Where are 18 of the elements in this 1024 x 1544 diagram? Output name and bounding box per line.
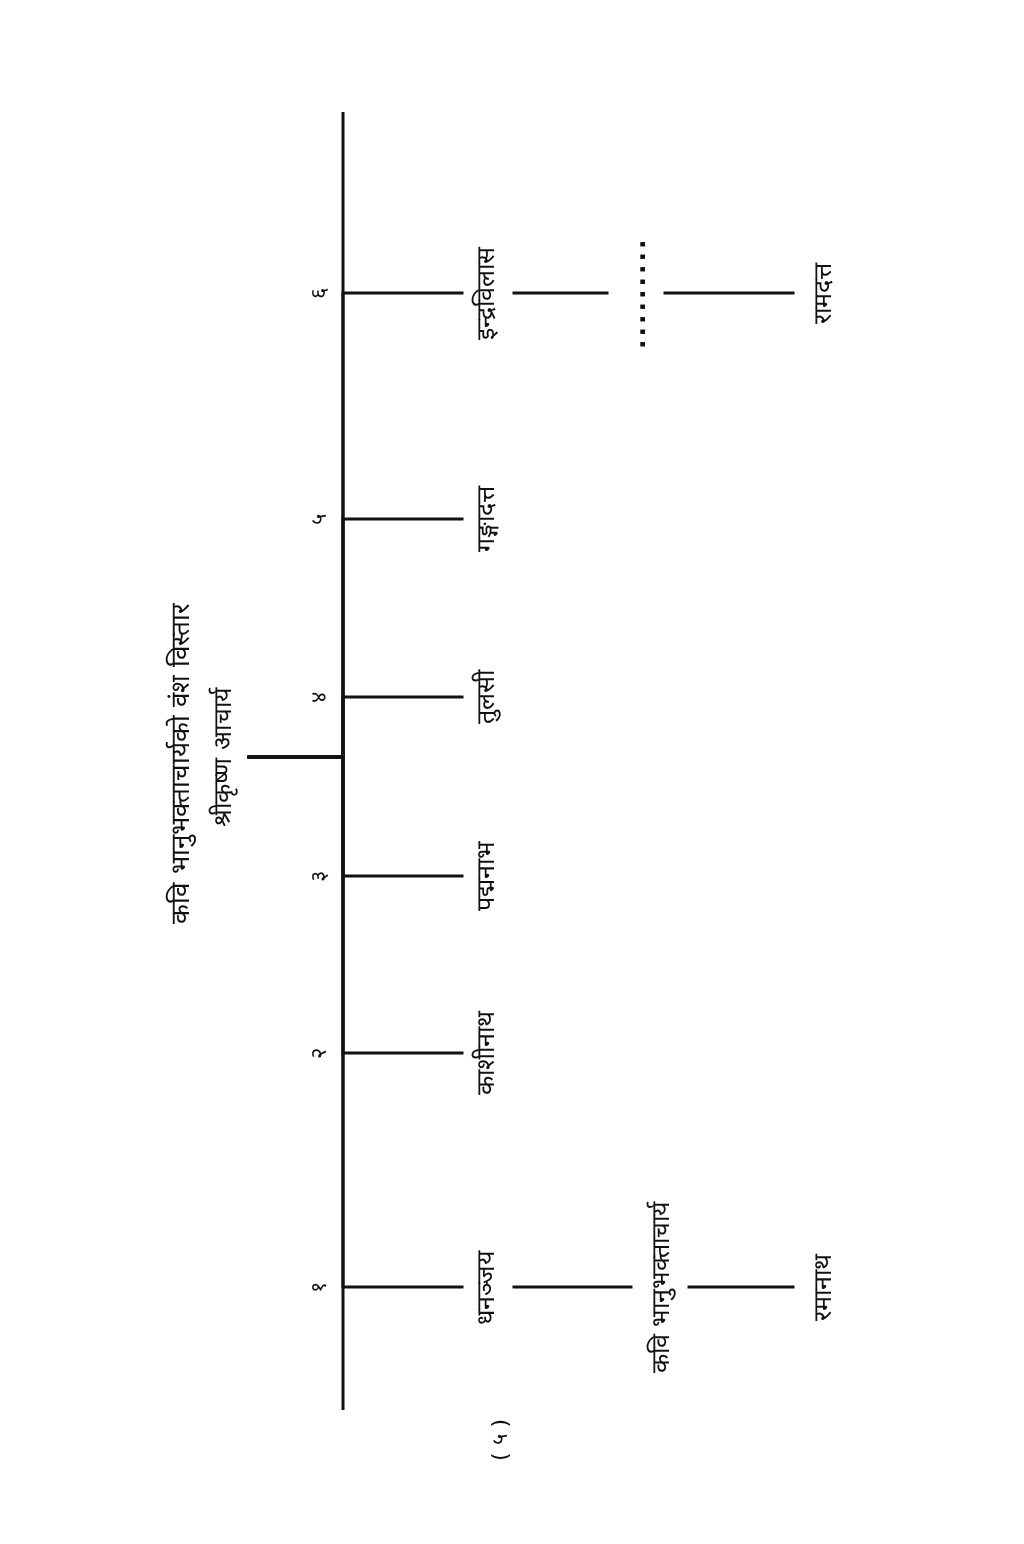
person-name: श्रीकृष्ण आचार्य <box>206 687 238 827</box>
connector-line <box>512 291 609 295</box>
person-name: धनञ्जय <box>469 1249 501 1325</box>
connector-line <box>247 291 464 759</box>
person-name: काशीनाथ <box>469 1011 501 1095</box>
person-name: रामदत्त <box>806 262 838 324</box>
ellipsis-dots: ......... <box>620 236 652 349</box>
person-name: तुलसी <box>469 670 501 724</box>
page-number: ( ५ ) <box>486 1418 513 1461</box>
person-name: पद्मनाभ <box>469 841 501 911</box>
connector-line <box>512 1285 633 1289</box>
person-name: कवि भानुभक्ताचार्य <box>644 1187 676 1387</box>
person-name: रमानाथ <box>806 1253 838 1321</box>
connector-line <box>687 1285 795 1289</box>
connector-line <box>663 291 795 295</box>
person-name: गङ्गादत्त <box>469 486 501 552</box>
person-name: इन्द्रविलास <box>469 246 501 340</box>
diagram-title: कवि भानुभक्ताचार्यको वंश विस्तार <box>163 602 196 924</box>
